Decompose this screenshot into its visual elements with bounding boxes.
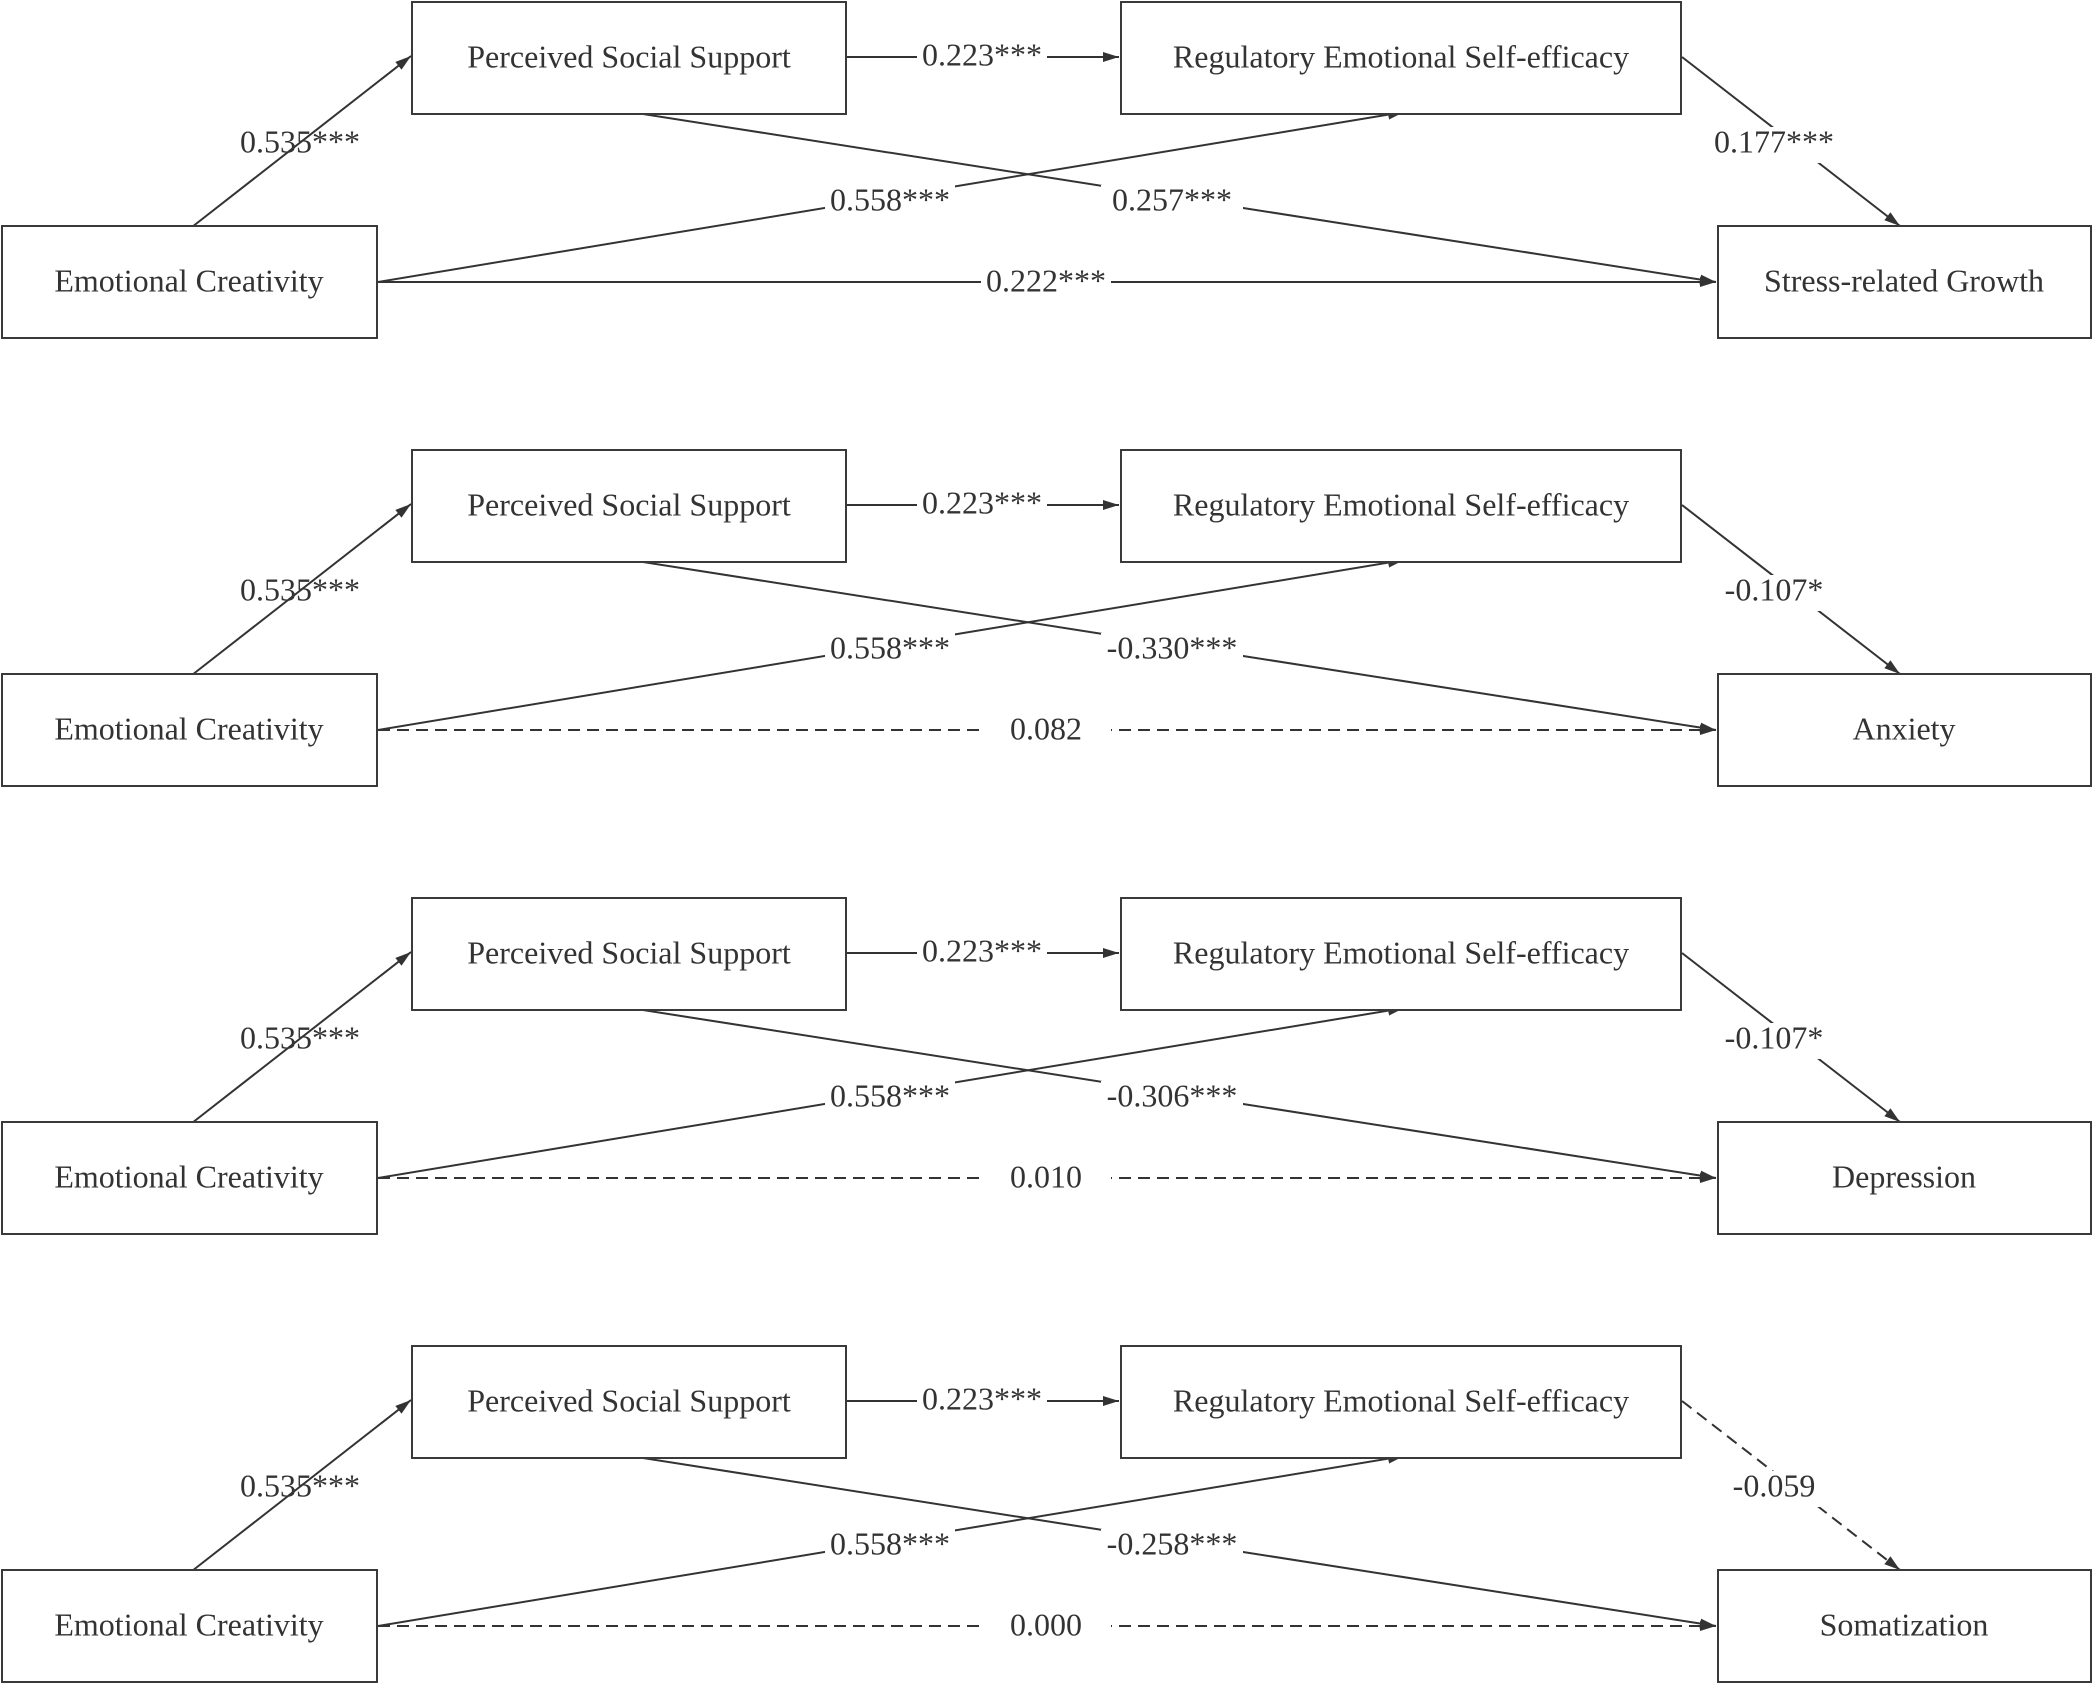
coef-pss-rese-bg [917, 936, 1047, 972]
box-perceived-social-support [411, 1345, 847, 1459]
coef-ec-rese-bg [825, 185, 955, 221]
coef-pss-rese: 0.223*** [922, 36, 1042, 72]
coef-pss-outcome-bg [1101, 633, 1243, 669]
coef-rese-outcome-bg [1709, 1471, 1839, 1507]
coef-pss-outcome: 0.257*** [1112, 181, 1232, 217]
coef-pss-rese-bg [917, 488, 1047, 524]
coef-pss-rese-bg [917, 40, 1047, 76]
box-emotional-creativity [1, 225, 378, 339]
coef-ec-rese: 0.558*** [830, 1525, 950, 1561]
coef-pss-rese: 0.223*** [922, 932, 1042, 968]
coef-rese-outcome-bg [1709, 127, 1839, 163]
box-outcome [1717, 673, 2092, 787]
node-outcome: Anxiety [1852, 710, 1955, 746]
coef-ec-pss: 0.535*** [240, 1467, 360, 1503]
coef-ec-rese-bg [825, 1529, 955, 1565]
coef-pss-outcome-bg [1101, 1529, 1243, 1565]
box-outcome [1717, 225, 2092, 339]
node-perceived-social-support: Perceived Social Support [467, 486, 791, 522]
panel-1: 0.535*** 0.223*** 0.558*** 0.257*** 0.177***… [1, 1, 2092, 339]
box-emotional-creativity [1, 1569, 378, 1683]
node-outcome: Depression [1832, 1158, 1976, 1194]
coef-ec-pss: 0.535*** [240, 123, 360, 159]
coef-rese-outcome-bg [1709, 575, 1839, 611]
box-regulatory-emotional-self-efficacy [1120, 1, 1682, 115]
path-ec-to-pss [191, 503, 412, 676]
coef-ec-outcome-bg [981, 1610, 1111, 1646]
box-outcome [1717, 1121, 2092, 1235]
node-regulatory-emotional-self-efficacy: Regulatory Emotional Self-efficacy [1173, 38, 1629, 74]
box-regulatory-emotional-self-efficacy [1120, 449, 1682, 563]
coef-ec-outcome: 0.000 [1010, 1606, 1082, 1642]
coef-pss-rese-bg [917, 1384, 1047, 1420]
node-emotional-creativity: Emotional Creativity [54, 710, 323, 746]
panel-2: 0.535*** 0.223*** 0.558*** -0.330*** -0.107*… [1, 449, 2092, 787]
coef-pss-rese: 0.223*** [922, 1380, 1042, 1416]
box-regulatory-emotional-self-efficacy [1120, 897, 1682, 1011]
node-regulatory-emotional-self-efficacy: Regulatory Emotional Self-efficacy [1173, 486, 1629, 522]
coef-pss-outcome: -0.258*** [1107, 1525, 1238, 1561]
coef-pss-rese: 0.223*** [922, 484, 1042, 520]
node-outcome: Somatization [1820, 1606, 1989, 1642]
panel-3: 0.535*** 0.223*** 0.558*** -0.306*** -0.107*… [1, 897, 2092, 1235]
node-emotional-creativity: Emotional Creativity [54, 1158, 323, 1194]
coef-ec-outcome: 0.010 [1010, 1158, 1082, 1194]
coef-ec-pss: 0.535*** [240, 1019, 360, 1055]
box-regulatory-emotional-self-efficacy [1120, 1345, 1682, 1459]
node-outcome: Stress-related Growth [1764, 262, 2044, 298]
coef-ec-pss: 0.535*** [240, 571, 360, 607]
box-outcome [1717, 1569, 2092, 1683]
panel-4: 0.535*** 0.223*** 0.558*** -0.258*** -0.059 0… [1, 1345, 2092, 1683]
path-ec-to-pss [191, 55, 412, 228]
path-ec-to-pss [191, 951, 412, 1124]
node-perceived-social-support: Perceived Social Support [467, 38, 791, 74]
box-emotional-creativity [1, 1121, 378, 1235]
coef-ec-rese: 0.558*** [830, 1077, 950, 1113]
coef-rese-outcome: -0.107* [1725, 571, 1824, 607]
box-perceived-social-support [411, 449, 847, 563]
node-regulatory-emotional-self-efficacy: Regulatory Emotional Self-efficacy [1173, 934, 1629, 970]
node-regulatory-emotional-self-efficacy: Regulatory Emotional Self-efficacy [1173, 1382, 1629, 1418]
coef-pss-outcome-bg [1101, 1081, 1243, 1117]
node-emotional-creativity: Emotional Creativity [54, 1606, 323, 1642]
coef-ec-rese-bg [825, 1081, 955, 1117]
coef-rese-outcome-bg [1709, 1023, 1839, 1059]
coef-rese-outcome: 0.177*** [1714, 123, 1834, 159]
path-ec-to-pss [191, 1399, 412, 1572]
coef-ec-outcome-bg [981, 714, 1111, 750]
node-perceived-social-support: Perceived Social Support [467, 1382, 791, 1418]
coef-pss-outcome: -0.330*** [1107, 629, 1238, 665]
coef-ec-rese-bg [825, 633, 955, 669]
node-perceived-social-support: Perceived Social Support [467, 934, 791, 970]
coef-ec-outcome: 0.222*** [986, 262, 1106, 298]
coef-rese-outcome: -0.059 [1733, 1467, 1816, 1503]
node-emotional-creativity: Emotional Creativity [54, 262, 323, 298]
coef-ec-outcome-bg [981, 266, 1111, 302]
box-emotional-creativity [1, 673, 378, 787]
coef-ec-outcome: 0.082 [1010, 710, 1082, 746]
box-perceived-social-support [411, 1, 847, 115]
box-perceived-social-support [411, 897, 847, 1011]
coef-ec-outcome-bg [981, 1162, 1111, 1198]
coef-rese-outcome: -0.107* [1725, 1019, 1824, 1055]
coef-pss-outcome: -0.306*** [1107, 1077, 1238, 1113]
coef-ec-rese: 0.558*** [830, 181, 950, 217]
coef-ec-rese: 0.558*** [830, 629, 950, 665]
coef-pss-outcome-bg [1101, 185, 1243, 221]
